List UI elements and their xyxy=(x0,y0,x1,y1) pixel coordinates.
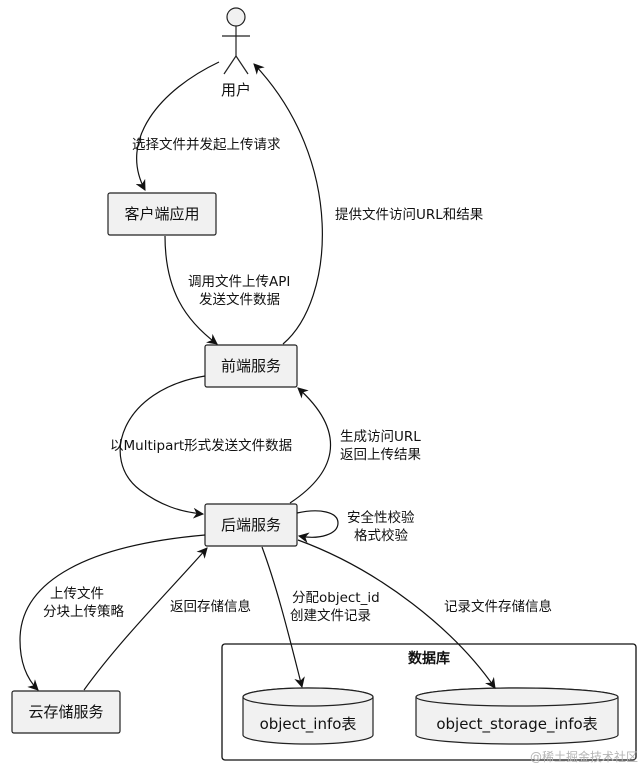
edge-backend-self-loop xyxy=(296,510,339,544)
edge-frontend-to-user-label: 提供文件访问URL和结果 xyxy=(335,207,484,223)
edge-backend-to-storage-info xyxy=(297,539,496,689)
client-app-label: 客户端应用 xyxy=(124,205,199,223)
backend-service-node: 后端服务 xyxy=(204,503,298,547)
edge-client-to-frontend-label-2: 发送文件数据 xyxy=(199,292,280,308)
watermark: @稀土掘金技术社区 xyxy=(530,749,638,764)
object-info-table: object_info表 xyxy=(242,687,374,745)
client-app-node: 客户端应用 xyxy=(107,192,217,236)
object-storage-info-table-label: object_storage_info表 xyxy=(436,715,597,734)
edge-frontend-to-user xyxy=(253,63,323,345)
edge-cloud-to-backend xyxy=(83,547,208,691)
edge-backend-to-storage-info-label: 记录文件存储信息 xyxy=(444,598,552,615)
edge-backend-to-cloud xyxy=(19,534,206,691)
frontend-service-label: 前端服务 xyxy=(221,357,281,375)
user-actor-leg-right xyxy=(235,55,249,75)
database-title: 数据库 xyxy=(408,650,450,667)
edge-backend-to-object-info-label-1: 分配object_id xyxy=(292,590,380,606)
edge-backend-to-frontend-label-2: 返回上传结果 xyxy=(340,447,421,463)
edge-user-to-client xyxy=(135,61,220,191)
edge-backend-self-label-1: 安全性校验 xyxy=(347,509,415,526)
edge-frontend-to-backend-label: 以Multipart形式发送文件数据 xyxy=(110,438,292,454)
edge-cloud-to-backend-label: 返回存储信息 xyxy=(170,598,251,615)
edge-backend-to-frontend xyxy=(289,387,332,504)
edge-client-to-frontend-label-1: 调用文件上传API xyxy=(188,274,290,290)
user-actor-label: 用户 xyxy=(221,81,251,99)
object-storage-info-table: object_storage_info表 xyxy=(415,687,619,745)
edge-backend-to-cloud-label-1: 上传文件 xyxy=(50,586,104,602)
edge-client-to-frontend xyxy=(164,235,218,345)
cloud-storage-node: 云存储服务 xyxy=(11,690,121,734)
backend-service-label: 后端服务 xyxy=(221,516,281,534)
user-actor: 用户 xyxy=(221,7,251,99)
edge-backend-self-label-2: 格式校验 xyxy=(354,527,408,544)
cloud-storage-label: 云存储服务 xyxy=(28,703,103,721)
edge-user-to-client-label: 选择文件并发起上传请求 xyxy=(132,137,281,153)
edge-backend-to-cloud-label-2: 分块上传策略 xyxy=(43,603,124,620)
edge-backend-to-frontend-label-1: 生成访问URL xyxy=(340,429,421,445)
frontend-service-node: 前端服务 xyxy=(204,344,298,388)
user-actor-leg-left xyxy=(223,55,237,75)
edge-backend-to-object-info-label-2: 创建文件记录 xyxy=(290,608,371,624)
object-info-table-label: object_info表 xyxy=(260,715,357,734)
edge-frontend-to-backend xyxy=(119,375,206,519)
user-actor-head xyxy=(226,7,246,27)
edge-backend-to-object-info xyxy=(261,546,305,689)
database-package: 数据库 object_info表 object_storage_info表 xyxy=(221,643,637,761)
